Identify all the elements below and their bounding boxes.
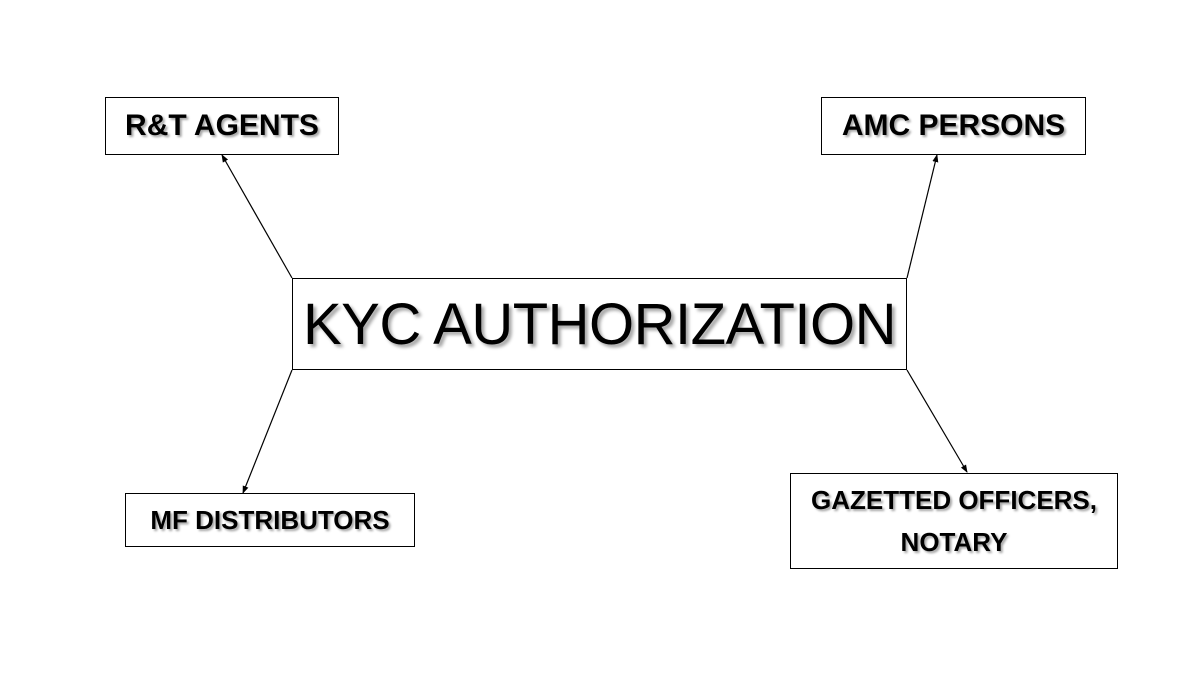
gazetted-officers-label-line2: NOTARY — [900, 527, 1008, 557]
kyc-authorization-label: KYC AUTHORIZATION — [302, 291, 897, 357]
gazetted-officers-node: GAZETTED OFFICERS, NOTARY — [790, 473, 1118, 569]
arrow-to-mf-distributors — [242, 369, 293, 494]
mf-distributors-label: MF DISTRIBUTORS — [150, 504, 390, 535]
arrow-to-gazetted-officers — [906, 369, 968, 473]
gazetted-officers-text: GAZETTED OFFICERS, NOTARY — [811, 479, 1097, 563]
mf-distributors-node: MF DISTRIBUTORS — [125, 493, 415, 547]
amc-persons-label: AMC PERSONS — [841, 109, 1066, 142]
arrow-to-amc-persons — [906, 154, 939, 279]
rt-agents-label: R&T AGENTS — [125, 109, 319, 142]
gazetted-officers-label-line1: GAZETTED OFFICERS, — [811, 485, 1097, 515]
rt-agents-node: R&T AGENTS — [105, 97, 339, 155]
arrow-to-rt-agents — [221, 154, 293, 279]
kyc-authorization-node: KYC AUTHORIZATION — [292, 278, 907, 370]
amc-persons-node: AMC PERSONS — [821, 97, 1086, 155]
